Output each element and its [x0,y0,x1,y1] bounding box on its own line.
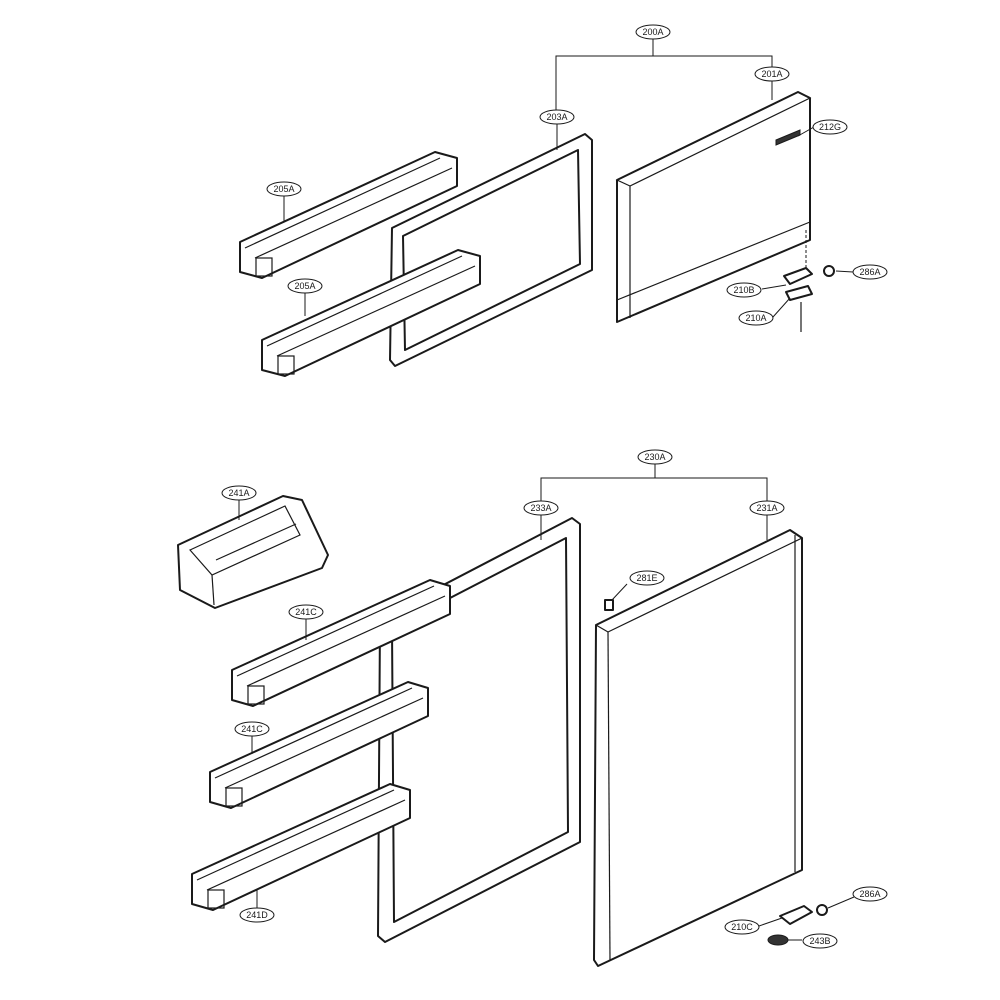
callout-210b-label: 210B [733,285,754,295]
lower-door-bin-3 [191,783,411,911]
callout-241d: 241D [239,907,275,923]
callout-241c-upper-label: 241C [295,607,317,617]
callout-210a: 210A [738,310,774,326]
callout-241d-label: 241D [246,910,268,920]
callout-230a: 230A [637,449,673,465]
callout-210c-label: 210C [731,922,753,932]
callout-231a-label: 231A [756,503,777,513]
upper-hinge-assembly [783,230,835,332]
lower-leader-lines [238,464,855,941]
callout-205a-upper-label: 205A [273,184,294,194]
callout-233a: 233A [523,500,559,516]
lower-crisper-box [177,495,329,609]
callout-210c: 210C [724,919,760,935]
callout-201a-label: 201A [761,69,782,79]
callout-205a-lower-label: 205A [294,281,315,291]
callout-203a-label: 203A [546,112,567,122]
upper-leader-lines [283,38,854,318]
callout-205a-lower: 205A [287,278,323,294]
callout-201a: 201A [754,66,790,82]
lower-door-bin-1 [231,579,451,707]
callout-233a-label: 233A [530,503,551,513]
callout-241a: 241A [221,485,257,501]
callout-200a: 200A [635,24,671,40]
callout-243b-label: 243B [809,936,830,946]
callout-212g-label: 212G [819,122,841,132]
callout-230a-label: 230A [644,452,665,462]
lower-door-panel [593,529,804,967]
callout-210a-label: 210A [745,313,766,323]
callout-205a-upper: 205A [266,181,302,197]
lower-door-bin-2 [209,681,429,809]
upper-door-bin-2 [261,249,481,377]
callout-241c-upper: 241C [288,604,324,620]
callout-286a-lower-label: 286A [859,889,880,899]
callout-203a: 203A [539,109,575,125]
callout-243b: 243B [802,933,838,949]
callout-241a-label: 241A [228,488,249,498]
upper-door-bin-1 [239,151,458,279]
callout-286a-upper-label: 286A [859,267,880,277]
callout-200a-label: 200A [642,27,663,37]
callout-281e-label: 281E [636,573,657,583]
callout-286a-upper: 286A [852,264,888,280]
lower-door-gasket [377,517,581,943]
upper-door-panel [615,91,812,323]
callout-231a: 231A [749,500,785,516]
callout-210b: 210B [726,282,762,298]
callout-286a-lower: 286A [852,886,888,902]
callout-212g: 212G [812,119,848,135]
callout-281e: 281E [629,570,665,586]
callout-241c-lower: 241C [234,721,270,737]
callout-241c-lower-label: 241C [241,724,263,734]
